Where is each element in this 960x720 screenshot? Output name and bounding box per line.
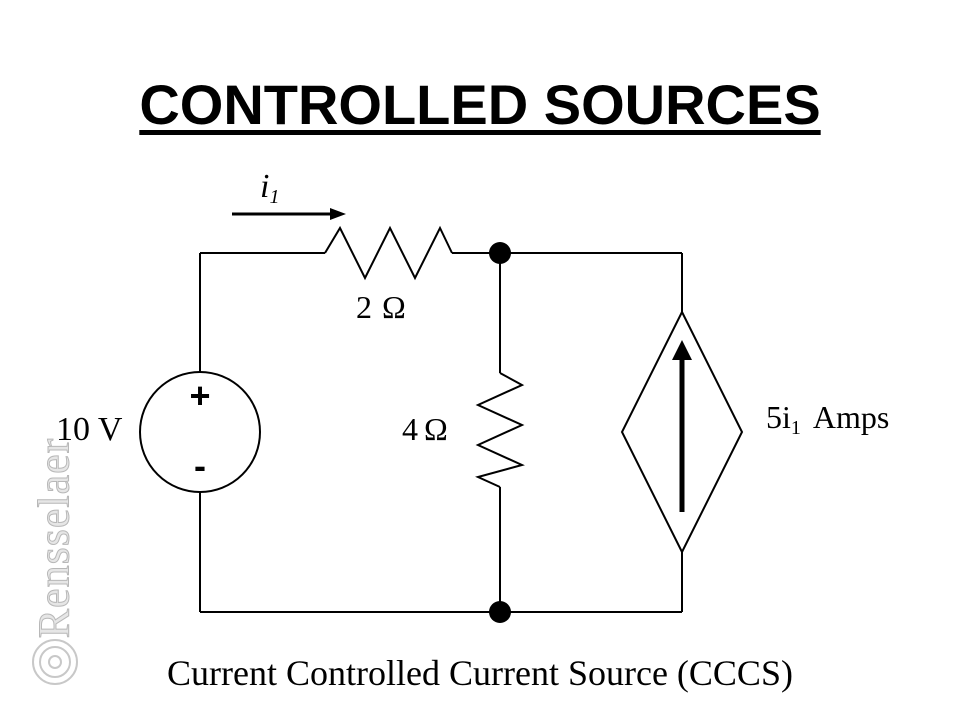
dependent-source-arrow-icon	[672, 340, 692, 512]
slide-title: CONTROLLED SOURCES	[139, 73, 821, 136]
dependent-source-diamond	[620, 309, 744, 555]
node-bottom	[489, 601, 511, 623]
rensselaer-seal-icon	[32, 639, 78, 685]
voltage-plus-sign: +	[189, 375, 210, 416]
resistor-4ohm	[475, 372, 525, 488]
current-arrow-icon	[232, 208, 346, 220]
current-label: i1	[260, 168, 279, 208]
voltage-source-label: 10 V	[56, 411, 123, 448]
voltage-minus-sign: -	[194, 445, 206, 486]
node-top	[489, 242, 511, 264]
resistor-2ohm	[324, 225, 453, 281]
voltage-source-circle	[139, 371, 261, 493]
diagram-caption: Current Controlled Current Source (CCCS)	[167, 653, 793, 693]
